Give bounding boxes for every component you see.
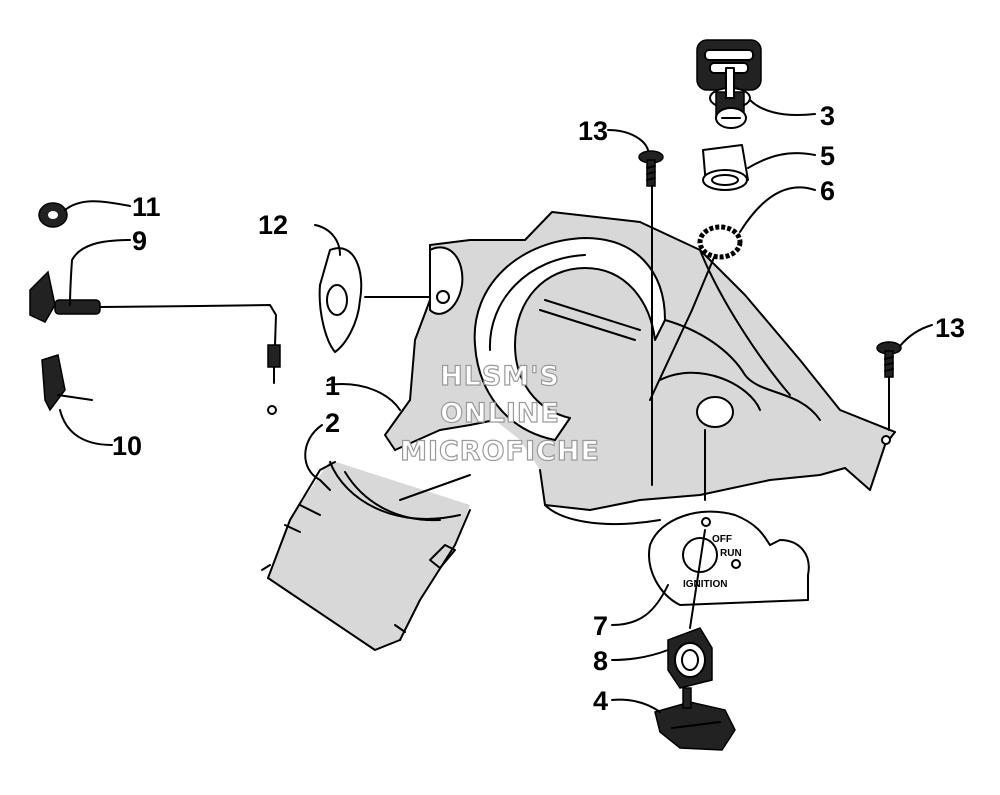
- callout-13-right: 13: [935, 313, 965, 343]
- lock-washer: [697, 224, 743, 260]
- brake-lever: [41, 354, 93, 412]
- callout-4: 4: [593, 686, 608, 716]
- ignition-key: [654, 687, 736, 751]
- ignition-switch: [696, 39, 762, 129]
- screw-right: [876, 341, 902, 378]
- switch-nut: [702, 144, 749, 191]
- callout-5: 5: [820, 141, 835, 171]
- watermark-line-3: MICROFICHE: [400, 436, 600, 467]
- callout-7: 7: [593, 611, 608, 641]
- callout-1: 1: [325, 371, 340, 401]
- ignition-decal: OFF RUN IGNITION: [648, 510, 810, 606]
- callout-10: 10: [112, 431, 142, 461]
- callout-3: 3: [820, 101, 835, 131]
- watermark-line-2: ONLINE: [440, 398, 560, 429]
- decal-run-label: RUN: [720, 548, 742, 559]
- grommet: [318, 247, 363, 353]
- console-housing: [384, 211, 896, 525]
- decal-off-label: OFF: [712, 534, 732, 545]
- callout-13-left: 13: [578, 116, 608, 146]
- callout-11: 11: [132, 192, 161, 222]
- key-bezel: [667, 627, 713, 689]
- watermark-line-1: HLSM'S: [440, 361, 560, 392]
- callout-labels: 1 2 3 4 5 6 7 8 9 10 11 12 13 13: [112, 101, 965, 716]
- leader-lines: [59, 99, 933, 713]
- callout-12: 12: [258, 210, 288, 240]
- decal-ignition-label: IGNITION: [683, 579, 727, 590]
- callout-2: 2: [325, 408, 340, 438]
- screw-left: [638, 150, 664, 187]
- callout-9: 9: [132, 226, 147, 256]
- callout-8: 8: [593, 646, 608, 676]
- callout-6: 6: [820, 176, 835, 206]
- throttle-cable: [29, 202, 281, 415]
- lower-cover: [261, 460, 471, 651]
- watermark: HLSM'S ONLINE MICROFICHE: [399, 360, 600, 467]
